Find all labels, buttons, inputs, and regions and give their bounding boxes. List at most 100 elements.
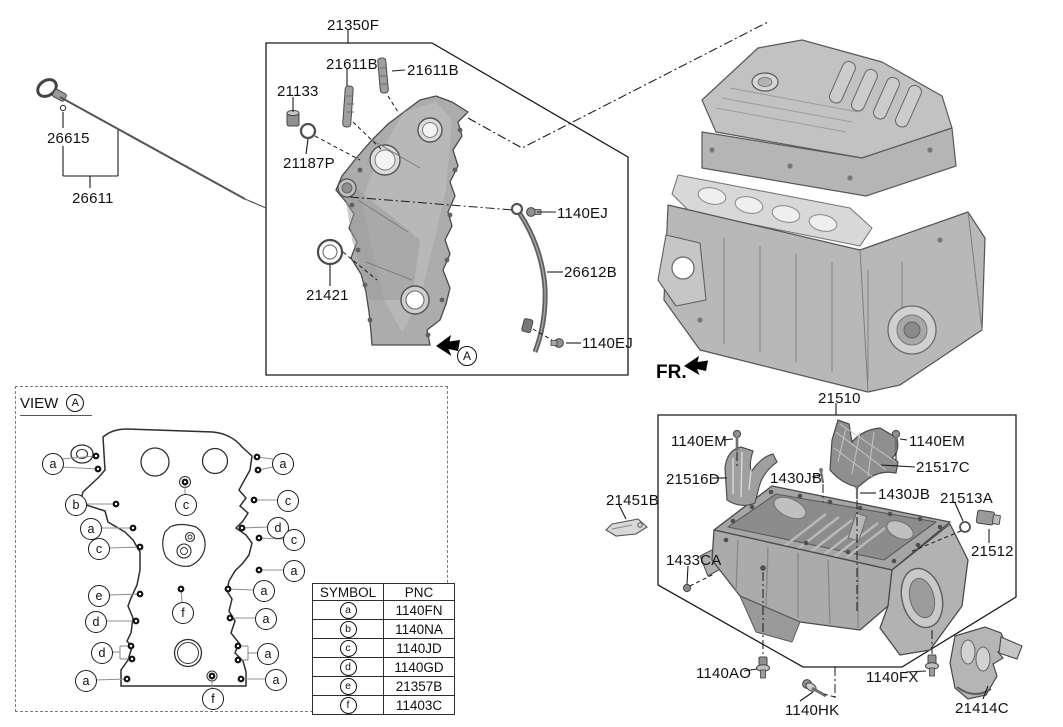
view-a-label: VIEW: [20, 394, 59, 412]
gasket-marker: c: [88, 538, 110, 560]
table-row: c 1140JD: [312, 638, 455, 658]
view-a-letter-icon: A: [66, 394, 85, 412]
callout-1140ao: 1140AO: [696, 665, 752, 682]
plug-21512: [975, 509, 1001, 526]
gasket-marker: a: [75, 670, 97, 692]
gasket-marker: c: [175, 494, 197, 516]
oil-pan-box: [657, 414, 1017, 668]
callout-26612b: 26612B: [564, 264, 617, 281]
callout-1430jb-right: 1430JB: [878, 486, 931, 503]
leader-lines: [292, 30, 990, 702]
gasket-view-drawing: [60, 428, 284, 688]
bolt-1140ao: [756, 656, 770, 679]
symbol-pnc-table: SYMBOL PNC a 1140FN b 1140NA c 1140JD d …: [312, 583, 455, 715]
callout-26615: 26615: [47, 130, 90, 147]
callout-21350f: 21350F: [327, 17, 380, 34]
table-row: b 1140NA: [312, 619, 455, 639]
timing-cover-drawing: [335, 95, 470, 346]
engine-drawing: [657, 39, 986, 393]
table-row: a 1140FN: [312, 600, 455, 620]
callout-21513a: 21513A: [940, 490, 993, 507]
stud-1430jb-left: [819, 468, 825, 484]
gasket-21513a: [959, 521, 971, 533]
bracket-21414c: [949, 626, 1023, 700]
callout-21517c: 21517C: [916, 459, 970, 476]
gasket-marker: c: [277, 490, 299, 512]
callout-1140ej-bottom: 1140EJ: [582, 335, 633, 352]
pnc-value: 1140FN: [383, 600, 455, 620]
timing-cover-box: [265, 42, 629, 376]
dipstick-tube-drawing: [510, 202, 548, 353]
view-a-box: [15, 386, 448, 712]
table-row: e 21357B: [312, 676, 455, 696]
symbol-badge: a: [339, 602, 357, 619]
gasket-marker: c: [283, 529, 305, 551]
gasket-marker: a: [283, 560, 305, 582]
col-header-pnc: PNC: [383, 583, 455, 601]
callout-21421: 21421: [306, 287, 349, 304]
bracket-21451b: [605, 518, 648, 537]
symbol-badge: e: [339, 678, 357, 695]
stud-1430jb-right: [855, 485, 859, 499]
callout-1140fx: 1140FX: [866, 669, 919, 686]
callout-1140em-right: 1140EM: [909, 433, 965, 450]
callout-1140hk: 1140HK: [785, 702, 840, 719]
view-a-arrow: [436, 335, 460, 356]
callout-21516d: 21516D: [666, 471, 720, 488]
callout-21187p: 21187P: [283, 155, 335, 172]
bolt-1140em-right: [891, 429, 901, 451]
bolt-1140fx: [925, 654, 939, 677]
pnc-value: 1140JD: [383, 638, 455, 658]
plug-21133: [286, 109, 300, 127]
callout-21510: 21510: [818, 390, 861, 407]
pnc-value: 21357B: [383, 676, 455, 696]
oring-21187p: [299, 122, 317, 140]
projection-line: [467, 21, 769, 149]
fr-indicator: FR.: [656, 362, 687, 383]
gasket-bolts: [92, 452, 263, 683]
table-row: d 1140GD: [312, 657, 455, 677]
callout-1433ca: 1433CA: [666, 552, 722, 569]
gasket-marker: a: [257, 643, 279, 665]
view-ref-letter: A: [457, 346, 477, 366]
symbol-badge: f: [339, 697, 357, 714]
plug-1433ca: [682, 583, 692, 593]
gasket-marker: a: [253, 580, 275, 602]
gasket-marker: f: [202, 688, 224, 710]
gasket-marker: a: [272, 453, 294, 475]
symbol-badge: d: [339, 659, 357, 676]
table-row: f 11403C: [312, 695, 455, 715]
gasket-marker: a: [265, 669, 287, 691]
dipstick-drawing: [36, 78, 267, 209]
callout-21512: 21512: [971, 543, 1014, 560]
fr-arrow: [684, 356, 708, 375]
callout-21611b-right: 21611B: [407, 62, 459, 79]
callout-21414c: 21414C: [955, 700, 1009, 717]
callout-21451b: 21451B: [606, 492, 659, 509]
gasket-marker: a: [255, 608, 277, 630]
gasket-marker: a: [42, 453, 64, 475]
callout-1430jb-left: 1430JB: [770, 470, 823, 487]
callout-1140em-left: 1140EM: [671, 433, 727, 450]
symbol-badge: b: [339, 621, 357, 638]
stud-21611b-left: [342, 85, 354, 128]
gasket-marker: d: [85, 611, 107, 633]
symbol-badge: c: [339, 640, 357, 657]
gasket-marker: a: [80, 518, 102, 540]
oil-pan-drawing: [699, 485, 969, 656]
table-header-row: SYMBOL PNC: [312, 583, 455, 601]
gasket-marker: e: [88, 585, 110, 607]
gasket-marker: d: [91, 642, 113, 664]
dashed-leaders: [314, 95, 962, 698]
gasket-marker: f: [172, 602, 194, 624]
pnc-value: 1140GD: [383, 657, 455, 677]
gasket-marker: b: [65, 494, 87, 516]
callout-21611b-left: 21611B: [326, 56, 378, 73]
callout-26611: 26611: [72, 190, 114, 207]
centerlines: [349, 196, 933, 698]
bolt-1140hk: [802, 679, 827, 698]
bolt-1140em-left: [732, 429, 742, 451]
callout-1140ej-top: 1140EJ: [557, 205, 608, 222]
